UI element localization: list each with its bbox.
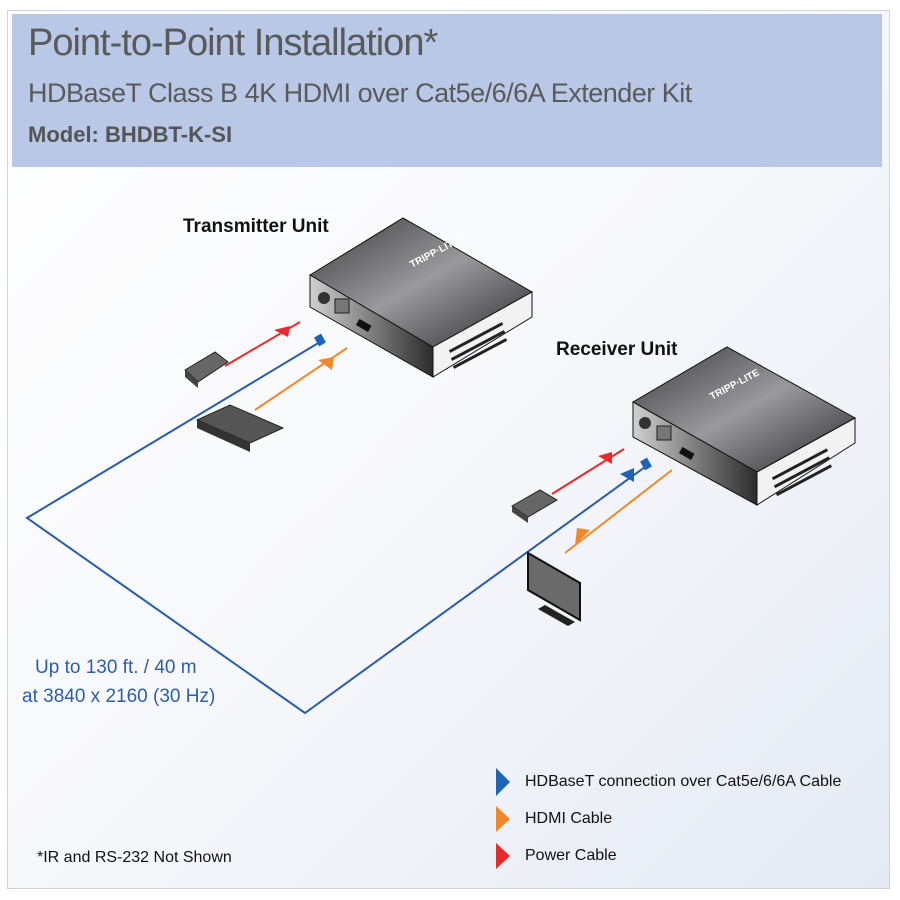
rx-hdmi-cable xyxy=(564,469,673,554)
monitor-icon xyxy=(527,551,581,626)
source-device-icon xyxy=(195,404,285,452)
hdmi-port-icon xyxy=(355,318,372,332)
rx-cat-plug xyxy=(640,457,652,471)
page-subtitle: HDBaseT Class B 4K HDMI over Cat5e/6/6A … xyxy=(28,78,692,108)
rj45-port-icon xyxy=(334,298,350,314)
header-band xyxy=(12,14,882,167)
tx-cat-plug xyxy=(314,333,326,347)
transmitter-label: Transmitter Unit xyxy=(183,216,329,237)
transmitter-unit: TRIPP·LITE xyxy=(309,217,534,378)
arrow-icon xyxy=(274,326,290,337)
rj45-port-icon xyxy=(656,425,672,441)
arrow-icon xyxy=(575,528,590,545)
power-port-icon xyxy=(318,292,330,304)
receiver-unit: TRIPP·LITE xyxy=(631,346,857,506)
legend-item-hdmi: HDMI Cable xyxy=(525,810,613,827)
legend-power-arrow-icon xyxy=(496,843,510,869)
power-adapter-icon xyxy=(184,351,229,388)
legend-item-hdbaset: HDBaseT connection over Cat5e/6/6A Cable xyxy=(525,773,842,790)
power-adapter-icon xyxy=(511,489,558,523)
legend-cat-arrow-icon xyxy=(496,768,510,796)
receiver-label: Receiver Unit xyxy=(556,339,678,360)
legend-item-power: Power Cable xyxy=(525,847,617,864)
distance-line-1: Up to 130 ft. / 40 m xyxy=(35,657,197,678)
page-title: Point-to-Point Installation* xyxy=(28,22,438,64)
model-number: Model: BHDBT-K-SI xyxy=(28,122,233,147)
arrow-icon xyxy=(620,468,634,482)
arrow-icon xyxy=(598,452,612,464)
legend-hdmi-arrow-icon xyxy=(496,806,510,832)
hdmi-port-icon xyxy=(678,446,695,460)
footnote: *IR and RS-232 Not Shown xyxy=(37,849,232,866)
power-port-icon xyxy=(639,417,651,429)
rx-power-cable xyxy=(551,448,625,495)
hdbaset-cable xyxy=(25,341,646,715)
arrow-icon xyxy=(318,357,334,370)
distance-line-2: at 3840 x 2160 (30 Hz) xyxy=(22,686,216,707)
